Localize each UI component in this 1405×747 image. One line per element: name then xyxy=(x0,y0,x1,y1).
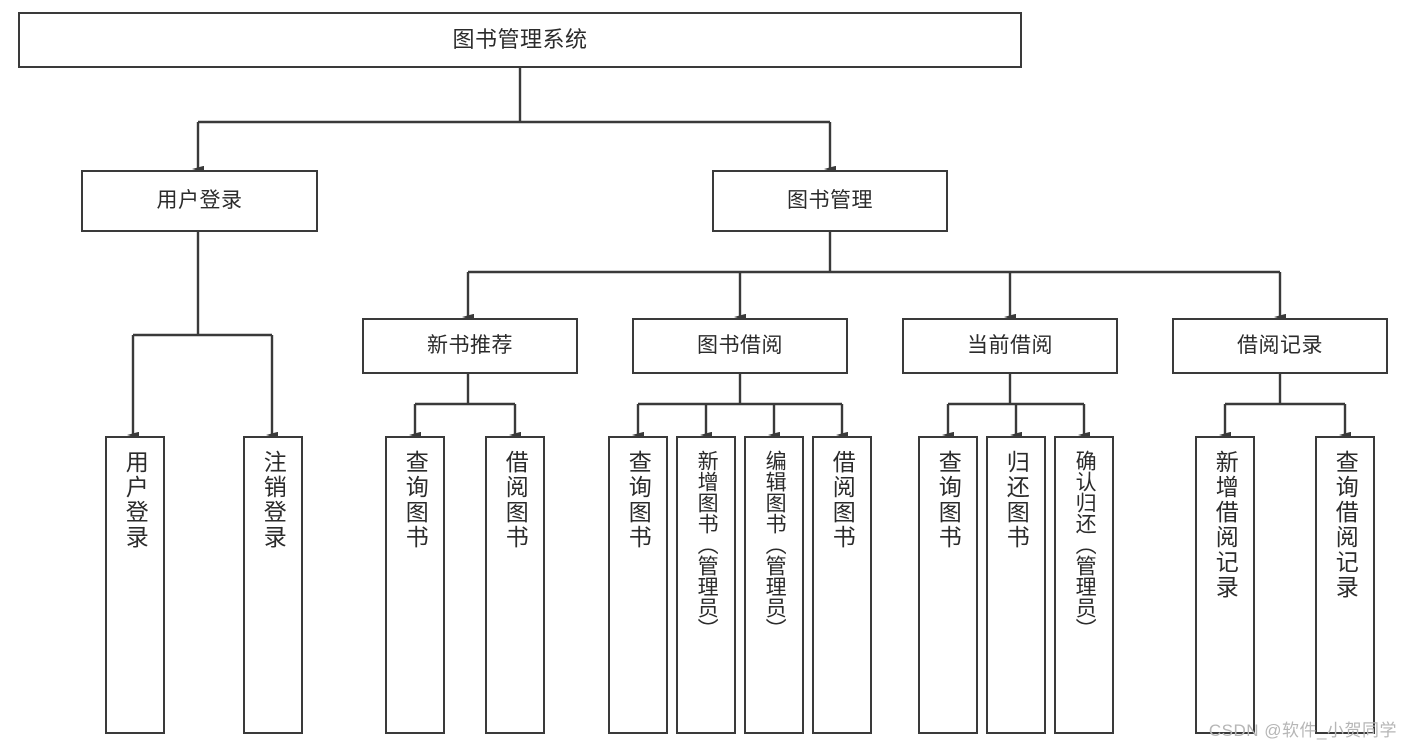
node-label: 查询图书 xyxy=(935,450,962,550)
node-label: 归还图书 xyxy=(1003,450,1030,550)
node-level2-3-借阅记录: 借阅记录 xyxy=(1172,318,1388,374)
node-label: 新增图书（管理员） xyxy=(695,450,719,639)
node-level1-1-图书管理: 图书管理 xyxy=(712,170,948,232)
node-label: 图书管理系统 xyxy=(452,26,588,52)
node-label: 查询图书 xyxy=(402,450,429,550)
node-label: 查询图书 xyxy=(625,450,652,550)
node-level2-0-新书推荐: 新书推荐 xyxy=(362,318,578,374)
node-leaf-12-查询借阅记录: 查询借阅记录 xyxy=(1315,436,1375,734)
node-label: 查询借阅记录 xyxy=(1332,450,1359,600)
node-label: 借阅记录 xyxy=(1237,334,1323,358)
node-leaf-4-查询图书: 查询图书 xyxy=(608,436,668,734)
node-label: 确认归还（管理员） xyxy=(1073,450,1097,639)
node-label: 用户登录 xyxy=(122,450,149,550)
node-label: 注销登录 xyxy=(260,450,287,550)
node-leaf-3-借阅图书: 借阅图书 xyxy=(485,436,545,734)
node-level2-2-当前借阅: 当前借阅 xyxy=(902,318,1118,374)
node-leaf-5-新增图书管理员: 新增图书（管理员） xyxy=(676,436,736,734)
node-root-图书管理系统: 图书管理系统 xyxy=(18,12,1022,68)
node-label: 图书管理 xyxy=(787,189,873,213)
node-label: 新增借阅记录 xyxy=(1212,450,1239,600)
node-leaf-9-归还图书: 归还图书 xyxy=(986,436,1046,734)
node-label: 新书推荐 xyxy=(427,334,513,358)
node-leaf-7-借阅图书: 借阅图书 xyxy=(812,436,872,734)
node-leaf-6-编辑图书管理员: 编辑图书（管理员） xyxy=(744,436,804,734)
node-leaf-8-查询图书: 查询图书 xyxy=(918,436,978,734)
node-level2-1-图书借阅: 图书借阅 xyxy=(632,318,848,374)
node-label: 借阅图书 xyxy=(829,450,856,550)
node-level1-0-用户登录: 用户登录 xyxy=(81,170,318,232)
node-leaf-10-确认归还管理员: 确认归还（管理员） xyxy=(1054,436,1114,734)
node-label: 用户登录 xyxy=(156,189,243,213)
node-label: 编辑图书（管理员） xyxy=(763,450,787,639)
node-leaf-2-查询图书: 查询图书 xyxy=(385,436,445,734)
node-leaf-0-用户登录: 用户登录 xyxy=(105,436,165,734)
node-leaf-11-新增借阅记录: 新增借阅记录 xyxy=(1195,436,1255,734)
node-label: 当前借阅 xyxy=(967,334,1053,358)
node-leaf-1-注销登录: 注销登录 xyxy=(243,436,303,734)
node-label: 借阅图书 xyxy=(502,450,529,550)
node-label: 图书借阅 xyxy=(697,334,783,358)
connector-lines xyxy=(127,68,1351,439)
